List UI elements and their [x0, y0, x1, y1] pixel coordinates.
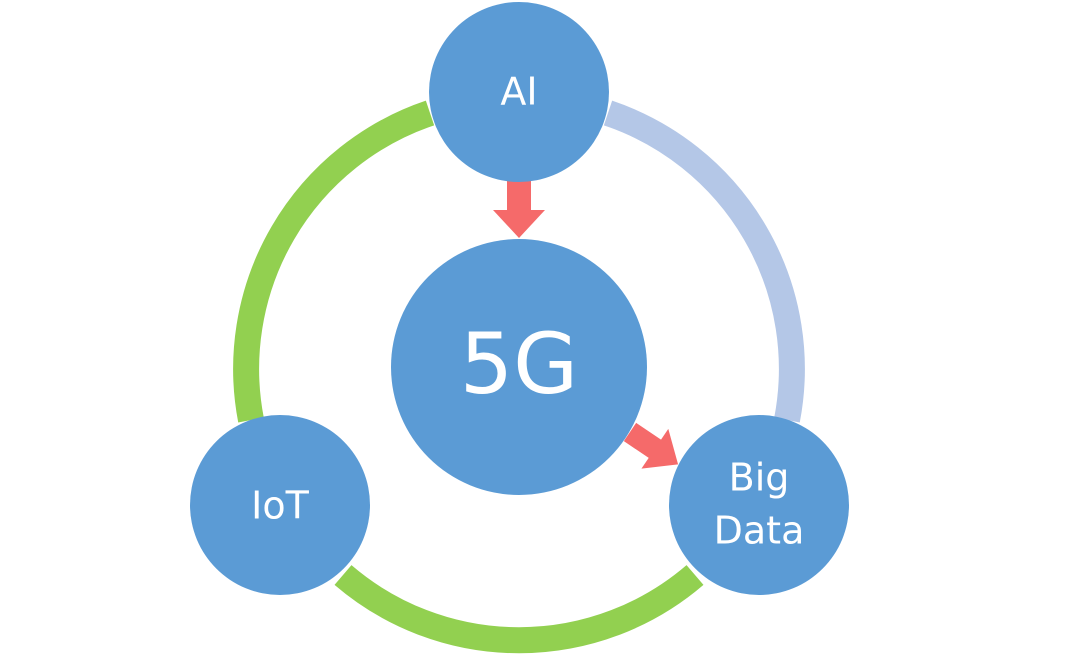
ai-label: AI	[500, 70, 537, 114]
iot-node	[190, 415, 370, 595]
arrow-5g-to-bigdata	[623, 422, 679, 469]
iot-label: IoT	[251, 484, 309, 528]
bigdata-node	[669, 415, 849, 595]
ring-arc-ai-iot	[233, 100, 435, 423]
bigdata-label-line1: Big	[729, 456, 790, 500]
center-5g-node	[391, 239, 647, 495]
arrow-ai-to-5g	[493, 178, 545, 238]
ai-node	[429, 2, 609, 182]
bigdata-label-line2: Data	[714, 509, 805, 553]
center-5g-label: 5G	[460, 315, 579, 413]
ring-arc-ai-bigdata	[603, 100, 805, 423]
ring-arc-iot-bigdata	[334, 565, 704, 654]
